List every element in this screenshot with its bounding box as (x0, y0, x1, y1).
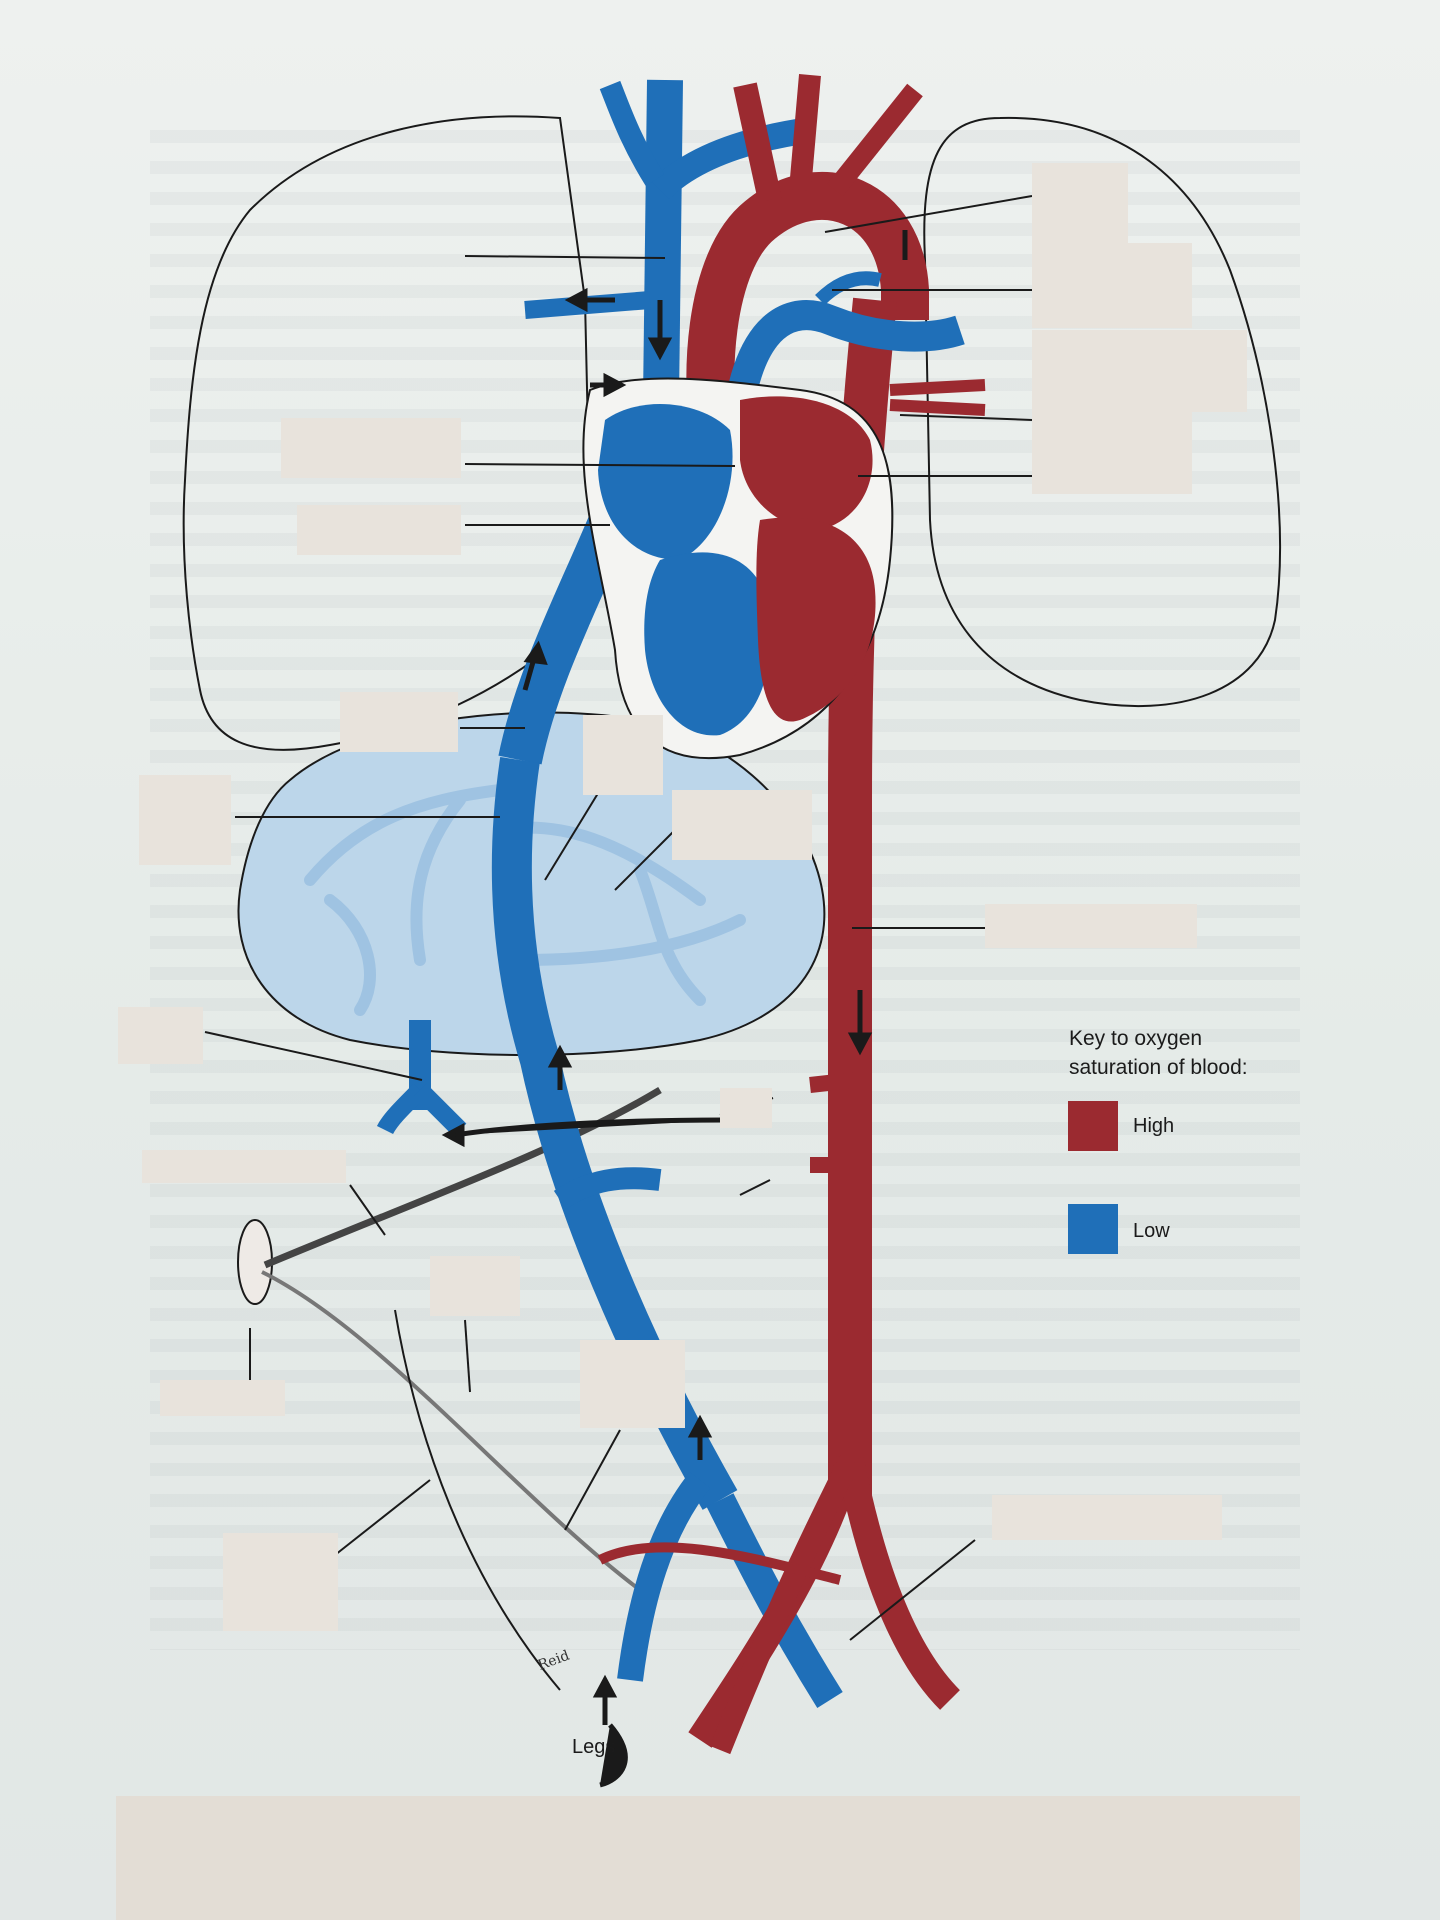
right-lung-outline (923, 116, 1281, 707)
low-swatch (1068, 1204, 1118, 1254)
legs-label: Legs (572, 1736, 616, 1758)
label-box-1 (1032, 163, 1128, 243)
label-box-13 (720, 1088, 772, 1128)
label-box-5 (281, 418, 461, 478)
right-atrium (598, 403, 733, 560)
high-swatch (1068, 1101, 1118, 1151)
label-box-19 (223, 1533, 338, 1631)
abdomen-outline (394, 1309, 561, 1691)
flow-arrows (441, 230, 908, 1788)
pulmonary-trunk (720, 300, 965, 451)
label-box-15 (430, 1256, 520, 1316)
label-box-11 (985, 904, 1197, 948)
umbilical-arteries (261, 1270, 642, 1592)
label-box-6 (297, 505, 461, 555)
low-label: Low (1133, 1220, 1170, 1242)
label-box-3 (1032, 330, 1247, 412)
label-box-8 (583, 715, 663, 795)
left-atrium (740, 396, 873, 530)
key-title: Key to oxygen saturation of blood: (1069, 1027, 1248, 1079)
high-label: High (1133, 1115, 1175, 1137)
label-box-4 (1032, 412, 1192, 494)
leader-lines (204, 195, 1033, 1641)
left-ventricle (756, 517, 876, 722)
right-ventricle (644, 552, 771, 736)
bottom-cover-box (116, 1796, 1300, 1920)
label-box-12 (118, 1007, 203, 1064)
ductus-arteriosus (815, 271, 882, 306)
label-box-16 (580, 1340, 685, 1428)
pulmonary-veins (889, 379, 986, 416)
label-box-9 (139, 775, 231, 865)
label-box-17 (160, 1380, 285, 1416)
label-box-7 (340, 692, 458, 752)
artist-signature: Reid (536, 1648, 572, 1674)
umbilical-vein (263, 1086, 662, 1269)
label-box-18 (992, 1495, 1222, 1540)
label-box-10 (672, 790, 812, 860)
label-box-14 (142, 1150, 346, 1183)
label-box-2 (1032, 243, 1192, 328)
